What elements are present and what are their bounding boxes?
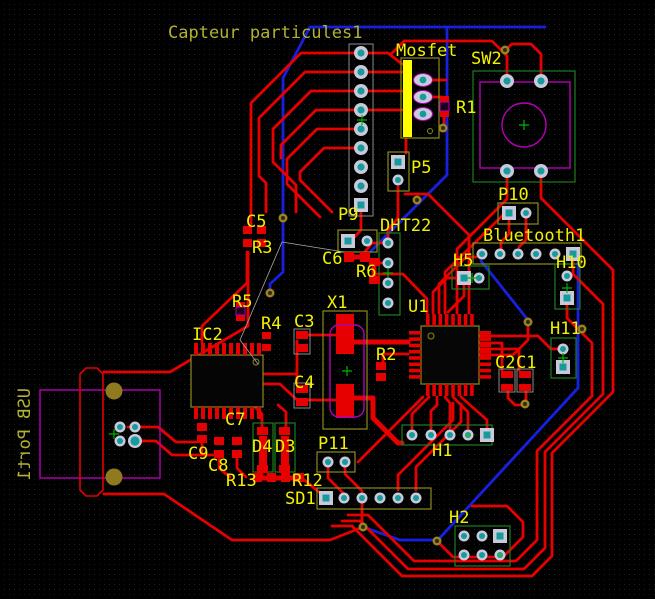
component-c7[interactable] <box>197 423 207 443</box>
label-p5: P5 <box>411 158 431 178</box>
label-r4: R4 <box>261 314 281 334</box>
label-p10: P10 <box>498 185 529 205</box>
component-sd1[interactable] <box>316 487 432 510</box>
component-h2[interactable] <box>454 525 511 567</box>
label-h2: H2 <box>449 508 469 528</box>
component-p10[interactable] <box>497 202 539 225</box>
component-p5[interactable] <box>387 151 410 192</box>
silkscreen-labels: Capteur particules1 Mosfet SW2 R1 P5 P9 … <box>15 23 587 528</box>
label-c5: C5 <box>246 212 266 232</box>
label-r2: R2 <box>376 345 396 365</box>
component-c5[interactable] <box>243 226 266 234</box>
label-c3: C3 <box>294 312 314 332</box>
component-x1[interactable] <box>322 310 368 430</box>
label-r13: R13 <box>226 471 257 491</box>
component-c2[interactable] <box>498 368 516 393</box>
label-x1: X1 <box>327 293 347 313</box>
label-r12: R12 <box>292 471 323 491</box>
label-h10: H10 <box>556 253 587 273</box>
label-usb-port1: USB Port1 <box>15 388 35 480</box>
component-d3[interactable] <box>274 422 296 473</box>
component-r4[interactable] <box>262 332 271 351</box>
component-ic2[interactable] <box>190 343 264 419</box>
component-c4[interactable] <box>293 382 311 409</box>
label-u1: U1 <box>408 297 428 317</box>
component-sensor-header[interactable] <box>348 43 374 217</box>
component-c8[interactable] <box>232 437 242 458</box>
component-usb-port[interactable] <box>39 367 161 497</box>
component-c9[interactable] <box>214 437 224 458</box>
component-r5[interactable] <box>235 302 246 321</box>
label-d4: D4 <box>252 437 272 457</box>
label-dht22: DHT22 <box>380 216 431 236</box>
label-c9: C9 <box>188 444 208 464</box>
label-c6: C6 <box>322 249 342 269</box>
label-sd1: SD1 <box>285 489 316 509</box>
label-c1: C1 <box>516 353 536 373</box>
label-ic2: IC2 <box>192 325 223 345</box>
label-c8: C8 <box>208 456 228 476</box>
label-p11: P11 <box>318 434 349 454</box>
component-h10[interactable] <box>554 263 581 310</box>
component-h1[interactable] <box>401 424 494 446</box>
label-h5: H5 <box>453 251 473 271</box>
component-r2[interactable] <box>376 362 386 381</box>
label-bluetooth1: Bluetooth1 <box>483 226 585 246</box>
component-d4[interactable] <box>252 422 274 473</box>
component-p11[interactable] <box>316 451 356 473</box>
label-d3: D3 <box>275 437 295 457</box>
label-r3: R3 <box>252 238 272 258</box>
component-r13[interactable] <box>253 473 276 482</box>
component-c6[interactable] <box>344 252 370 262</box>
component-r1[interactable] <box>439 96 450 117</box>
component-r6[interactable] <box>369 258 380 284</box>
label-board-title: Capteur particules1 <box>168 23 362 43</box>
component-r3[interactable] <box>243 239 266 247</box>
label-sw2: SW2 <box>471 49 502 69</box>
airwires <box>239 241 345 365</box>
component-h11[interactable] <box>550 337 577 379</box>
component-p9[interactable] <box>337 229 378 253</box>
component-c1[interactable] <box>516 368 534 393</box>
label-mosfet: Mosfet <box>396 41 457 61</box>
component-h5[interactable] <box>451 265 490 290</box>
component-r12[interactable] <box>281 473 304 482</box>
label-h1: H1 <box>432 441 452 461</box>
label-c2: C2 <box>495 353 515 373</box>
component-dht22[interactable] <box>378 232 401 316</box>
label-p9: P9 <box>338 205 358 225</box>
mosfet-tab <box>403 60 412 137</box>
label-c4: C4 <box>294 373 314 393</box>
component-sw2[interactable] <box>472 70 576 183</box>
label-c7: C7 <box>225 410 245 430</box>
label-r6: R6 <box>356 262 376 282</box>
component-bluetooth1[interactable] <box>472 242 582 265</box>
component-u1[interactable] <box>409 314 491 396</box>
component-c3[interactable] <box>293 328 311 355</box>
label-r5: R5 <box>232 292 252 312</box>
label-h11: H11 <box>550 319 581 339</box>
label-r1: R1 <box>456 98 476 118</box>
component-mosfet[interactable] <box>400 57 440 139</box>
